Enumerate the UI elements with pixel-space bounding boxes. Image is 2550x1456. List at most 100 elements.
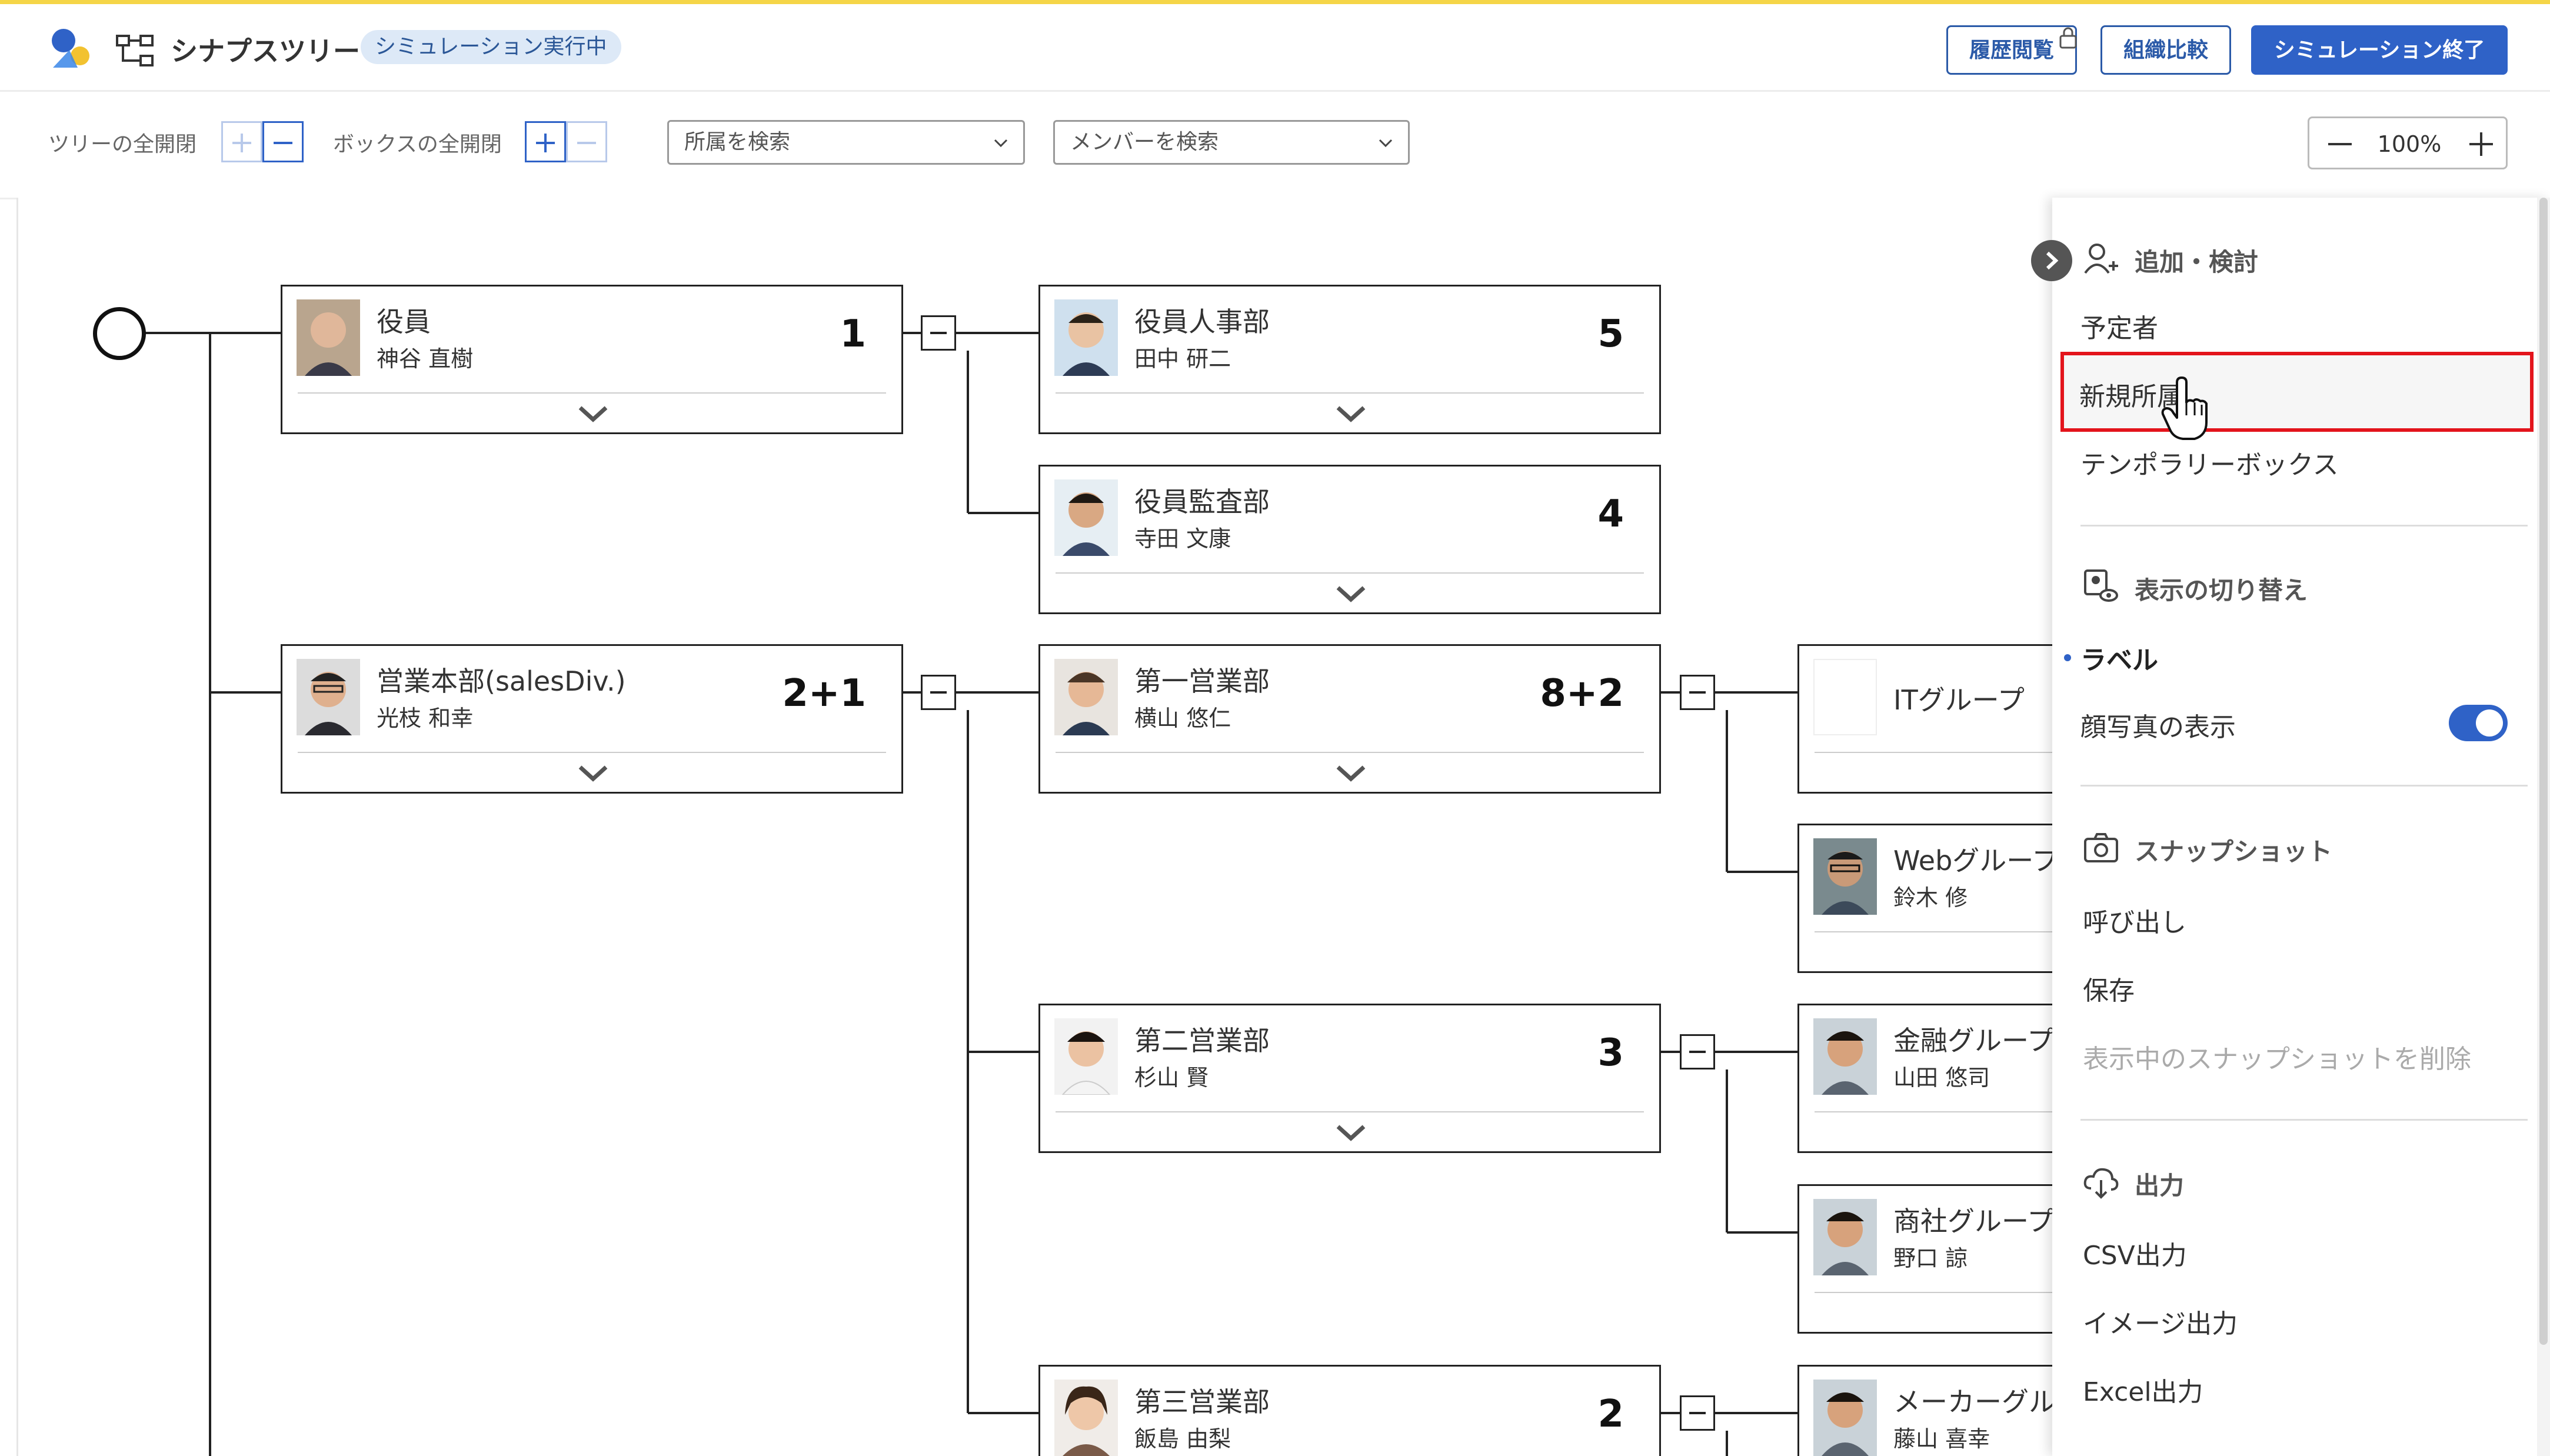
- chevron-down-icon[interactable]: [1334, 1123, 1367, 1143]
- org-compare-button[interactable]: 組織比較: [2100, 25, 2231, 75]
- avatar: [1813, 1380, 1877, 1456]
- node-divider: [1815, 931, 2054, 932]
- node-manager-name: 飯島 由梨: [1134, 1426, 1231, 1452]
- tree-collapse-all-button[interactable]: [262, 121, 304, 162]
- section-snapshot-title: スナップショット: [2135, 837, 2333, 866]
- chevron-down-icon[interactable]: [577, 764, 610, 784]
- collapse-toggle-button[interactable]: [1680, 1395, 1715, 1431]
- avatar: [297, 299, 360, 376]
- org-tree-icon: [116, 35, 154, 66]
- org-node[interactable]: 役員監査部 寺田 文康 4: [1038, 465, 1661, 614]
- menu-item-new-assignment-highlighted[interactable]: 新規所属: [2079, 382, 2183, 412]
- show-photos-toggle[interactable]: [2449, 705, 2508, 741]
- dept-search-select[interactable]: 所属を検索: [667, 120, 1025, 165]
- collapse-toggle-button[interactable]: [921, 315, 956, 351]
- member-search-select[interactable]: メンバーを検索: [1053, 120, 1410, 165]
- selected-indicator: [2064, 654, 2071, 661]
- chevron-down-icon[interactable]: [1334, 584, 1367, 604]
- node-dept-name: メーカーグループ: [1893, 1386, 2054, 1418]
- node-member-count: 8+2: [1540, 672, 1624, 715]
- node-divider: [1815, 752, 2054, 753]
- tree-connector-lines: [129, 332, 1797, 1456]
- collapse-toggle-button[interactable]: [1680, 675, 1715, 710]
- node-dept-name: 第三営業部: [1134, 1386, 1270, 1418]
- simulation-status-badge: シミュレーション実行中: [361, 30, 621, 64]
- node-dept-name: 第一営業部: [1134, 665, 1270, 697]
- menu-item-image-export[interactable]: イメージ出力: [2083, 1309, 2238, 1339]
- node-manager-name: 神谷 直樹: [377, 346, 474, 372]
- org-node[interactable]: 第二営業部 杉山 賢 3: [1038, 1004, 1661, 1153]
- org-node[interactable]: 第一営業部 横山 悠仁 8+2: [1038, 644, 1661, 794]
- scrollbar-thumb[interactable]: [2539, 198, 2548, 1345]
- collapse-panel-button[interactable]: [2031, 240, 2072, 281]
- box-expand-label: ボックスの全開閉: [333, 132, 502, 156]
- camera-icon: [2084, 833, 2118, 862]
- node-manager-name: 鈴木 修: [1893, 885, 1968, 911]
- node-dept-name: 商社グループ: [1893, 1205, 2054, 1237]
- collapse-toggle-button[interactable]: [1680, 1034, 1715, 1069]
- node-divider: [298, 752, 886, 753]
- org-node[interactable]: 営業本部(salesDiv.) 光枝 和幸 2+1: [281, 644, 903, 794]
- dept-search-placeholder: 所属を検索: [684, 130, 791, 154]
- toolbar: ツリーの全開閉 ボックスの全開閉 所属を検索 メンバーを検索 100%: [0, 92, 2550, 199]
- add-person-icon: [2084, 244, 2118, 274]
- menu-item-csv-export[interactable]: CSV出力: [2083, 1241, 2187, 1271]
- org-node[interactable]: 役員人事部 田中 研二 5: [1038, 285, 1661, 434]
- menu-item-planned[interactable]: 予定者: [2080, 314, 2158, 344]
- node-manager-name: 横山 悠仁: [1134, 705, 1231, 731]
- avatar: [1054, 1380, 1118, 1456]
- history-button[interactable]: 履歴閲覧: [1946, 25, 2077, 75]
- org-node[interactable]: 第三営業部 飯島 由梨 2: [1038, 1365, 1661, 1456]
- node-member-count: 1: [840, 312, 866, 356]
- app-logo-icon: [52, 29, 89, 68]
- node-divider: [1056, 392, 1644, 394]
- chevron-down-icon[interactable]: [577, 404, 610, 424]
- org-node[interactable]: 商社グループ 野口 諒: [1797, 1184, 2054, 1334]
- org-node[interactable]: Webグループ 鈴木 修: [1797, 824, 2054, 973]
- node-member-count: 2: [1597, 1392, 1624, 1436]
- avatar: [1054, 659, 1118, 735]
- menu-item-load-snapshot[interactable]: 呼び出し: [2083, 908, 2186, 938]
- org-node[interactable]: ITグループ: [1797, 644, 2054, 794]
- node-divider: [1056, 752, 1644, 753]
- node-manager-name: 藤山 喜幸: [1893, 1426, 1990, 1452]
- menu-item-delete-snapshot[interactable]: 表示中のスナップショットを削除: [2083, 1044, 2471, 1074]
- tree-root-node[interactable]: [93, 307, 146, 360]
- node-member-count: 2+1: [782, 672, 866, 715]
- show-photos-label: 顔写真の表示: [2080, 712, 2236, 742]
- highlight-box: [2060, 352, 2534, 432]
- org-node[interactable]: メーカーグループ 藤山 喜幸: [1797, 1365, 2054, 1456]
- chevron-down-icon: [994, 139, 1008, 148]
- chevron-down-icon[interactable]: [1334, 764, 1367, 784]
- zoom-level: 100%: [2377, 131, 2442, 157]
- menu-item-temporary-box[interactable]: テンポラリーボックス: [2080, 450, 2339, 480]
- zoom-control: 100%: [2308, 116, 2508, 169]
- org-node[interactable]: 金融グループ 山田 悠司: [1797, 1004, 2054, 1153]
- org-tree-canvas[interactable]: 役員 神谷 直樹 1 役員人事部 田中 研二 5 役員監査部 寺田 文康 4 営…: [16, 198, 2054, 1456]
- section-output-title: 出力: [2135, 1171, 2185, 1200]
- box-expand-all-button[interactable]: [525, 121, 566, 162]
- zoom-out-button[interactable]: [2328, 143, 2352, 145]
- node-dept-name: 第二営業部: [1134, 1025, 1270, 1057]
- avatar: [1813, 1199, 1877, 1275]
- cloud-download-icon: [2083, 1168, 2119, 1199]
- node-divider: [1056, 1111, 1644, 1112]
- avatar: [1054, 1018, 1118, 1095]
- collapse-toggle-button[interactable]: [921, 675, 956, 710]
- node-manager-name: 山田 悠司: [1893, 1065, 1990, 1091]
- tree-expand-all-button[interactable]: [221, 121, 262, 162]
- menu-item-label[interactable]: ラベル: [2080, 645, 2158, 675]
- menu-item-save-snapshot[interactable]: 保存: [2083, 976, 2135, 1006]
- avatar: [1054, 479, 1118, 556]
- node-manager-name: 杉山 賢: [1134, 1065, 1209, 1091]
- box-collapse-all-button[interactable]: [566, 121, 607, 162]
- vertical-scrollbar[interactable]: [2537, 198, 2550, 1456]
- node-manager-name: 寺田 文康: [1134, 526, 1231, 552]
- member-search-placeholder: メンバーを検索: [1070, 130, 1219, 154]
- node-member-count: 3: [1597, 1031, 1624, 1075]
- org-node[interactable]: 役員 神谷 直樹 1: [281, 285, 903, 434]
- end-simulation-button[interactable]: シミュレーション終了: [2251, 25, 2508, 75]
- chevron-down-icon[interactable]: [1334, 404, 1367, 424]
- node-manager-name: 野口 諒: [1893, 1245, 1968, 1271]
- menu-item-excel-export[interactable]: Excel出力: [2083, 1377, 2203, 1407]
